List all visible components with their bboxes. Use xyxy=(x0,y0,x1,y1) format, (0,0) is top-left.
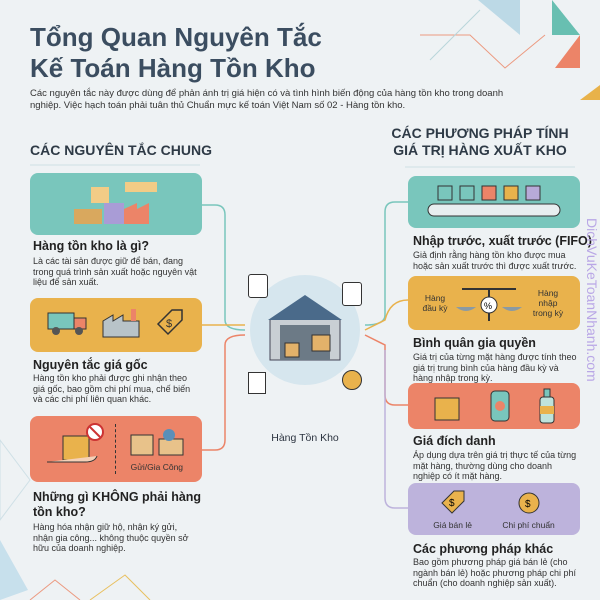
truck-icon xyxy=(46,309,90,342)
card-title: Những gì KHÔNG phải hàng tồn kho? xyxy=(33,490,202,519)
warehouse-goods-icon xyxy=(73,182,157,224)
consignment-icon-group: Gửi/Gia Công xyxy=(127,427,187,472)
svg-text:$: $ xyxy=(449,498,455,509)
card-desc: Áp dụng dựa trên giá trị thực tế của từn… xyxy=(413,450,577,481)
card-desc: Bao gồm phương pháp giá bán lẻ (cho ngàn… xyxy=(413,557,577,588)
stopwatch-dollar-icon: $ xyxy=(518,492,540,513)
other-methods-card: $Giá bán lẻ $Chi phí chuẩn xyxy=(408,483,580,535)
card-title: Giá đích danh xyxy=(413,434,496,448)
bottle-icon xyxy=(539,388,555,424)
calculator-icon xyxy=(248,274,268,298)
historical-cost-card: $ xyxy=(30,298,202,352)
warehouse-icon xyxy=(268,295,342,361)
card-desc: Giá trị của từng mặt hàng được tính theo… xyxy=(413,352,577,383)
coins-icon xyxy=(342,370,362,390)
svg-text:$: $ xyxy=(525,499,531,510)
inventory-definition-card xyxy=(30,173,202,235)
factory-icon xyxy=(101,307,141,344)
divider xyxy=(115,424,117,474)
card-desc: Hàng hóa nhận giữ hộ, nhận ký gửi, nhận … xyxy=(33,522,189,553)
watermark: DichVuKeToanNhanh.com xyxy=(584,218,600,382)
intro-text: Các nguyên tắc này được dùng để phản ánh… xyxy=(30,88,504,111)
card-title: Nguyên tắc giá gốc xyxy=(33,358,148,372)
conveyor-belt-icon xyxy=(427,185,561,217)
card-desc: Hàng tồn kho phải được ghi nhận theo giá… xyxy=(33,373,191,404)
specific-identification-card xyxy=(408,383,580,429)
retail-price-method: $Giá bán lẻ xyxy=(433,489,472,530)
card-title: Các phương pháp khác xyxy=(413,542,554,556)
card-desc: Giả định rằng hàng tồn kho được mua hoặc… xyxy=(413,250,577,271)
card-title: Hàng tồn kho là gì? xyxy=(33,239,149,253)
svg-text:$: $ xyxy=(166,318,172,330)
box-icon xyxy=(434,397,460,421)
svg-text:%: % xyxy=(484,301,492,311)
left-heading: CÁC NGUYÊN TẮC CHUNG xyxy=(30,142,212,158)
card-title: Nhập trước, xuất trước (FIFO) xyxy=(413,234,592,248)
can-icon xyxy=(490,390,510,422)
not-inventory-card: Gửi/Gia Công xyxy=(30,416,202,482)
card-desc: Là các tài sản được giữ để bán, đang tro… xyxy=(33,256,197,287)
balance-scale-icon: % xyxy=(456,288,522,321)
card-title: Bình quân gia quyền xyxy=(413,336,536,350)
document-icon xyxy=(248,372,266,394)
price-tag-icon: $ xyxy=(152,306,186,345)
warehouse-hub xyxy=(250,275,360,385)
hand-holding-box-crossed-icon xyxy=(45,422,105,477)
center-label: Hàng Tồn Kho xyxy=(271,432,339,444)
boxes-gear-icon xyxy=(130,428,184,455)
fifo-card xyxy=(408,176,580,228)
ledger-icon xyxy=(342,282,362,306)
standard-cost-method: $Chi phí chuẩn xyxy=(502,489,555,530)
weighted-average-card: Hàng đầu kỳ % Hàng nhập trong kỳ xyxy=(408,276,580,330)
price-tag-icon: $ xyxy=(440,490,465,514)
